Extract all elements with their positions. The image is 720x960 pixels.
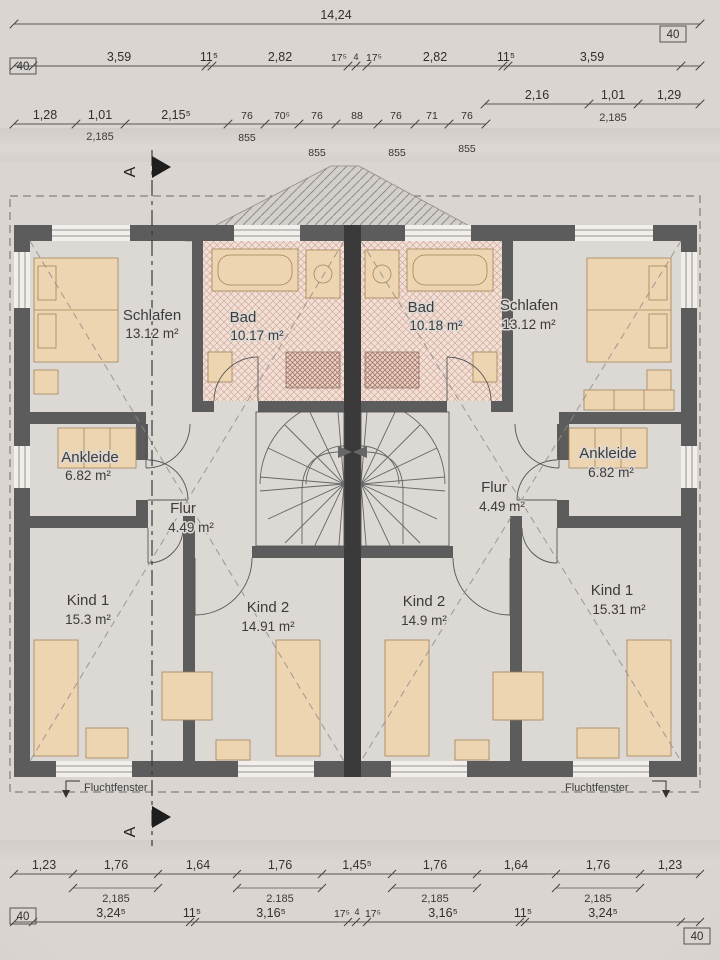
dim: 2.185: [266, 893, 294, 905]
dim: 1,76: [268, 858, 292, 872]
dim: 11⁵: [514, 906, 532, 920]
room-area-kind2-left: 14.91 m²: [241, 619, 295, 634]
dim: 17⁵: [334, 908, 350, 920]
room-area-ankleide-left: 6.82 m²: [65, 468, 111, 483]
furniture: [33, 248, 675, 761]
dim: 1,23: [32, 858, 56, 872]
dim: 2,185: [584, 893, 612, 905]
dim-bottom-left-box: 40: [17, 911, 30, 923]
dim: 855: [458, 143, 476, 155]
dim: 1,01: [601, 88, 625, 102]
dim: 3,16⁵: [428, 906, 458, 920]
dim: 2,185: [599, 112, 627, 124]
shower-hatch: [285, 351, 420, 389]
dim: 11⁵: [497, 50, 515, 64]
escape-window-notes: Fluchtfenster Fluchtfenster: [62, 780, 670, 798]
dim: 2,15⁵: [161, 108, 191, 122]
room-label-bad-left: Bad: [230, 309, 257, 326]
dim-top-total: 14,24: [320, 8, 351, 22]
dim: 3,59: [580, 50, 604, 64]
room-label-ankleide-right: Ankleide: [579, 445, 637, 462]
dim: 855: [388, 147, 406, 159]
room-area-flur-left: 4.49 m²: [168, 520, 214, 535]
dim: 2,82: [268, 50, 292, 64]
room-label-bad-right: Bad: [408, 299, 435, 316]
room-area-flur-right: 4.49 m²: [479, 499, 525, 514]
dim: 17⁵: [365, 908, 381, 920]
room-label-kind2-left: Kind 2: [247, 599, 290, 616]
dim: 1,01: [88, 108, 112, 122]
dim: 3,24⁵: [588, 906, 618, 920]
dim: 71: [426, 110, 438, 122]
dim: 2,82: [423, 50, 447, 64]
dim: 70⁵: [274, 110, 290, 122]
dim: 3,16⁵: [256, 906, 286, 920]
windows: [14, 225, 697, 777]
dim: 3,24⁵: [96, 906, 126, 920]
escape-window-label-left: Fluchtfenster: [84, 782, 148, 794]
dim: 76: [311, 110, 323, 122]
dim: 17⁵: [331, 52, 347, 64]
room-area-schlafen-right: 13.12 m²: [502, 317, 556, 332]
room-label-ankleide-left: Ankleide: [61, 449, 119, 466]
dim: 4: [354, 907, 359, 917]
dim: 76: [461, 110, 473, 122]
dim: 3,59: [107, 50, 131, 64]
dim: 1,64: [186, 858, 210, 872]
dim: 2,16: [525, 88, 549, 102]
roof-projection-lines: [29, 240, 682, 762]
room-area-bad-right: 10.18 m²: [409, 318, 463, 333]
section-label-bottom: A: [122, 826, 139, 837]
staircase-left: [255, 411, 352, 547]
dim: 88: [351, 110, 363, 122]
dim: 2,185: [86, 131, 114, 143]
dim: 2,185: [421, 893, 449, 905]
dim-top-left-box: 40: [17, 61, 30, 73]
dim-top-right-box: 40: [667, 29, 680, 41]
room-labels: Schlafen 13.12 m² Bad 10.17 m² Bad 10.18…: [60, 296, 648, 636]
dimension-chains-bottom: 1,23 1,76 1,64 1,76 1,45⁵ 1,76 1,64 1,76…: [9, 858, 711, 945]
dim: 1,76: [423, 858, 447, 872]
staircase-right: [353, 411, 450, 547]
escape-window-label-right: Fluchtfenster: [565, 782, 629, 794]
dim: 1,23: [658, 858, 682, 872]
dim: 1,45⁵: [342, 858, 372, 872]
dim: 11⁵: [200, 50, 218, 64]
room-area-bad-left: 10.17 m²: [230, 328, 284, 343]
room-label-flur-left: Flur: [170, 500, 196, 517]
section-marker-top: [152, 156, 171, 178]
dim: 76: [390, 110, 402, 122]
dimension-chains-top: 14,24 40 40 3,59 11⁵ 2,82 17⁵ 4 17⁵ 2,82…: [9, 8, 705, 159]
dim: 1,76: [104, 858, 128, 872]
section-label-top: A: [122, 166, 139, 177]
dim: 11⁵: [183, 906, 201, 920]
room-label-flur-right: Flur: [481, 479, 507, 496]
dim: 1,64: [504, 858, 528, 872]
dim: 4: [353, 52, 358, 62]
room-area-schlafen-left: 13.12 m²: [125, 326, 179, 341]
dim: 2,185: [102, 893, 130, 905]
dim: 855: [238, 132, 256, 144]
section-line: A A: [122, 150, 171, 846]
room-area-kind1-left: 15.3 m²: [65, 612, 111, 627]
section-marker-bottom: [152, 806, 171, 828]
dim: 1,76: [586, 858, 610, 872]
dim: 1,28: [33, 108, 57, 122]
room-label-schlafen-right: Schlafen: [500, 297, 558, 314]
door-swings: [145, 356, 560, 616]
room-area-ankleide-right: 6.82 m²: [588, 465, 634, 480]
dim: 76: [241, 110, 253, 122]
dim: 855: [308, 147, 326, 159]
room-label-schlafen-left: Schlafen: [123, 307, 181, 324]
room-area-kind1-right: 15.31 m²: [592, 602, 646, 617]
room-label-kind2-right: Kind 2: [403, 593, 446, 610]
room-label-kind1-left: Kind 1: [67, 592, 110, 609]
room-label-kind1-right: Kind 1: [591, 582, 634, 599]
dim: 1,29: [657, 88, 681, 102]
dim: 17⁵: [366, 52, 382, 64]
room-area-kind2-right: 14.9 m²: [401, 613, 447, 628]
dim-bottom-right-box: 40: [691, 931, 704, 943]
